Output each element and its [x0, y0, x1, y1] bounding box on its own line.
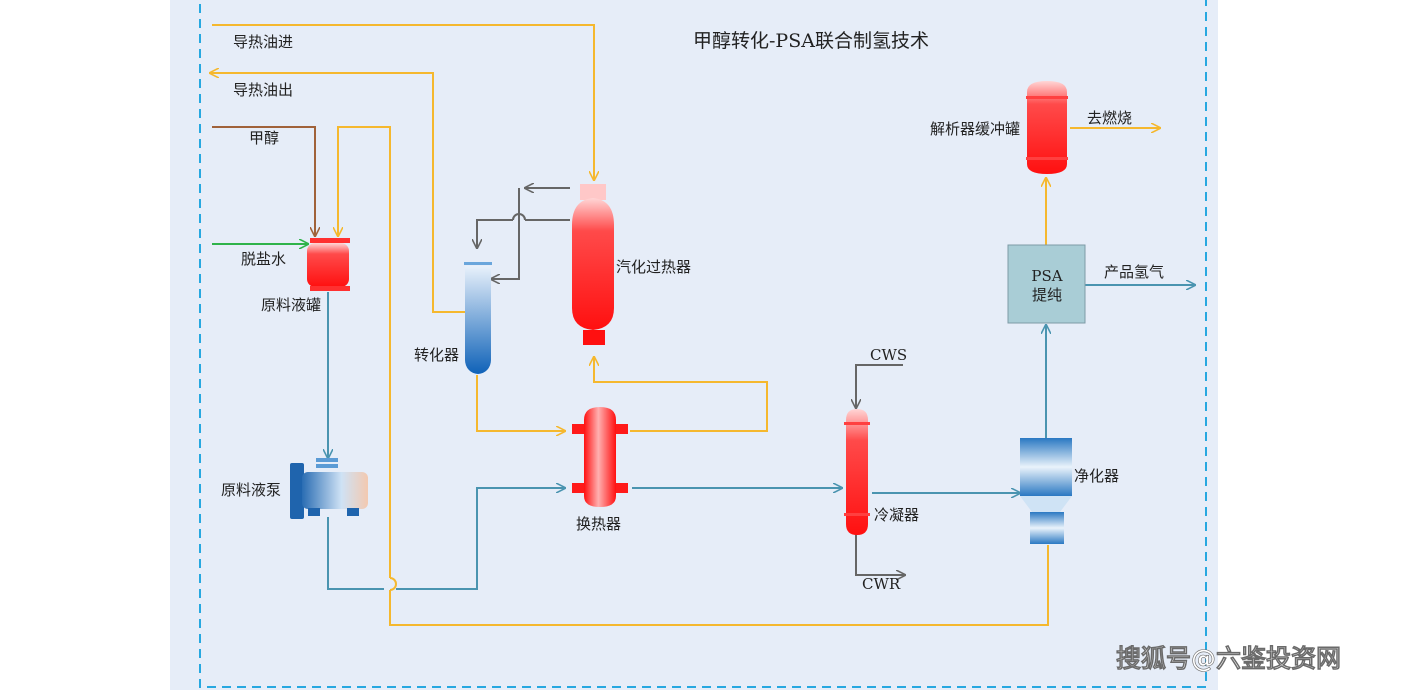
label-feed-tank: 原料液罐: [261, 296, 321, 314]
label-oil-out: 导热油出: [233, 81, 293, 99]
label-vaporizer: 汽化过热器: [616, 258, 691, 276]
oil-hop: [389, 577, 397, 591]
label-oil-in: 导热油进: [233, 33, 293, 51]
label-psa-line2: 提纯: [1032, 286, 1062, 304]
label-to-burn: 去燃烧: [1087, 109, 1132, 127]
purifier: [1020, 438, 1072, 544]
exchanger-to-vaporizer-line: [594, 357, 768, 432]
label-methanol: 甲醇: [249, 129, 279, 147]
cwr-line: [855, 534, 905, 575]
condenser: [844, 409, 870, 535]
buffer-tank: [1026, 81, 1068, 174]
pump-outlet-line: [327, 517, 384, 590]
oil-out-line: [210, 73, 468, 313]
label-product: 产品氢气: [1104, 263, 1164, 281]
label-cwr: CWR: [862, 575, 901, 593]
vaporizer: [572, 184, 614, 345]
label-buffer-tank: 解析器缓冲罐: [930, 120, 1020, 138]
label-heat-exchanger: 换热器: [576, 515, 621, 533]
methanol-line: [212, 126, 315, 236]
converter-to-exchanger-line: [476, 375, 565, 431]
feed-pump: [290, 458, 368, 519]
diagram-border: [199, 0, 1207, 688]
label-desalt-water: 脱盐水: [241, 250, 286, 268]
diagram-title: 甲醇转化-PSA联合制氢技术: [693, 30, 929, 52]
label-cws: CWS: [870, 346, 907, 364]
converter: [464, 262, 492, 374]
gray-return-line: [491, 188, 520, 279]
oil-in-line: [212, 24, 594, 180]
label-converter: 转化器: [414, 346, 459, 364]
label-purifier: 净化器: [1074, 467, 1119, 485]
heat-exchanger: [572, 407, 628, 507]
feed-tank: [307, 238, 350, 291]
watermark: 搜狐号@六鉴投资网: [1116, 644, 1341, 673]
cws-line: [856, 364, 903, 408]
oil-return-line: [389, 545, 1049, 626]
pump-to-exchanger-line: [396, 488, 565, 590]
gray-to-converter-line: [477, 219, 513, 248]
label-psa-line1: PSA: [1031, 267, 1062, 285]
oil-to-tank-line: [338, 126, 391, 578]
label-condenser: 冷凝器: [874, 506, 919, 524]
psa-unit: [1007, 244, 1086, 324]
label-feed-pump: 原料液泵: [221, 481, 281, 499]
